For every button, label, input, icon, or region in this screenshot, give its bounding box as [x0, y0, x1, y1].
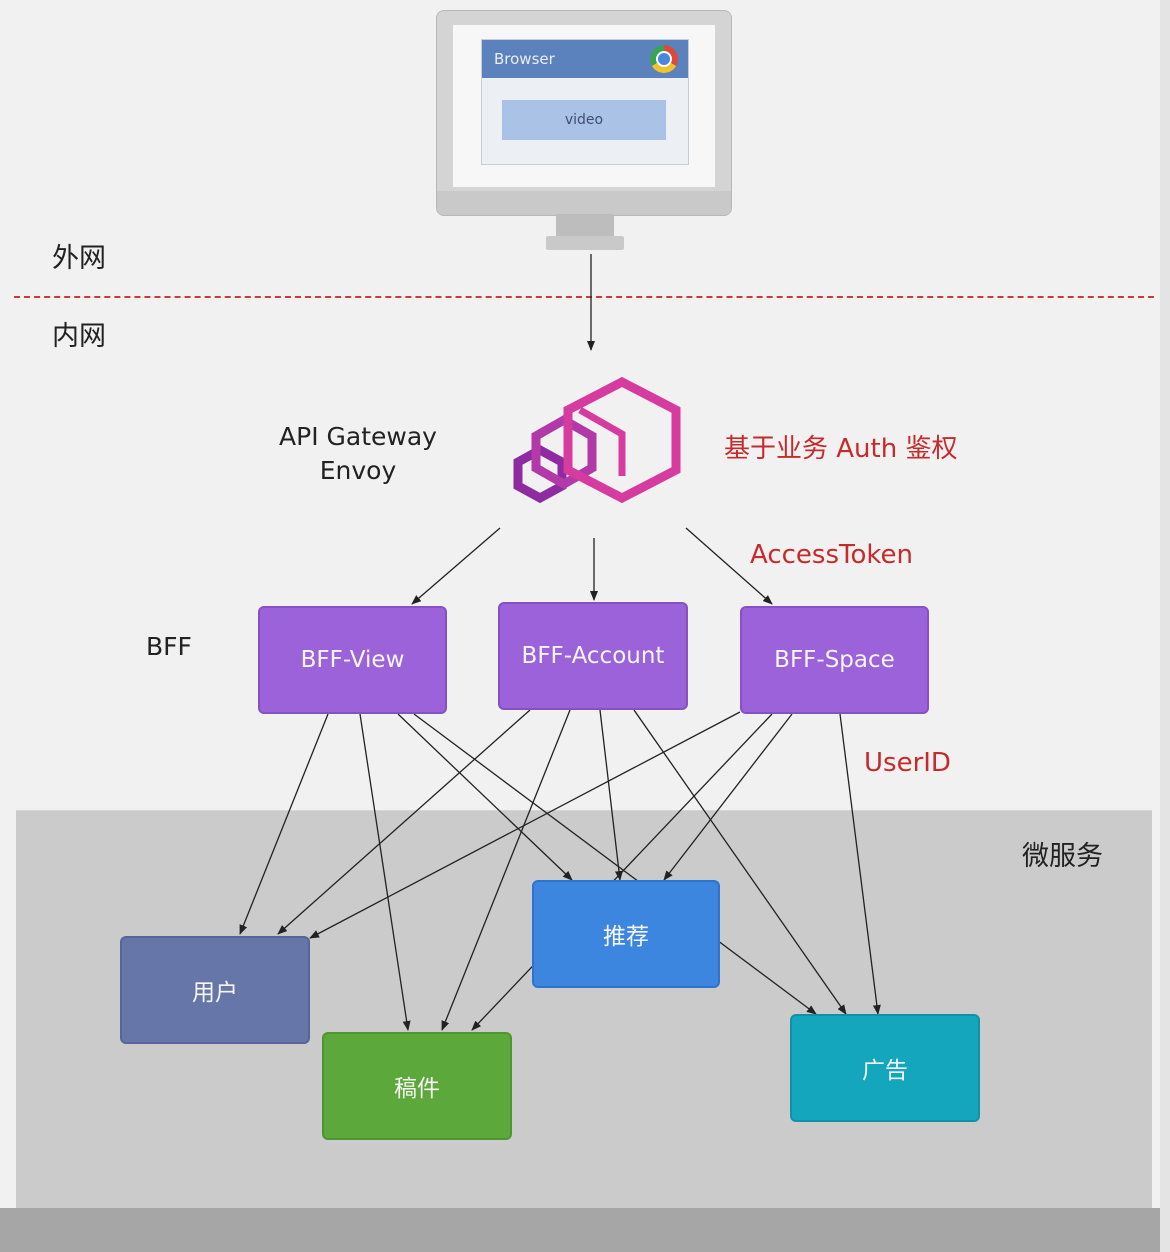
- arrow-account-user: [277, 709, 531, 935]
- arrow-view-recommend: [397, 713, 573, 881]
- access-token-label: AccessToken: [750, 540, 913, 570]
- bottom-strip: [0, 1208, 1170, 1252]
- ads-service-node[interactable]: 广告: [790, 1014, 980, 1122]
- envoy-logo-icon: [513, 376, 681, 504]
- arrow-account-article: [441, 709, 571, 1031]
- bff-view-node[interactable]: BFF-View: [258, 606, 447, 714]
- right-rail: [1160, 0, 1170, 1252]
- microservices-label: 微服务: [1022, 841, 1103, 872]
- browser-title: Browser: [494, 50, 555, 68]
- arrow-view-article: [359, 713, 411, 1031]
- arrow-space-ads: [839, 713, 881, 1015]
- browser-title-bar: Browser: [482, 40, 688, 78]
- arrows: [239, 254, 881, 1031]
- internal-network-label: 内网: [52, 321, 106, 352]
- auth-note: 基于业务 Auth 鉴权: [724, 434, 958, 464]
- user-service-node[interactable]: 用户: [120, 936, 310, 1044]
- chrome-icon: [650, 45, 678, 73]
- user-id-label: UserID: [864, 748, 951, 778]
- network-separator: [14, 296, 1154, 298]
- recommend-service-node[interactable]: 推荐: [532, 880, 720, 988]
- gateway-label-line1: API Gateway: [279, 422, 437, 451]
- monitor-neck: [556, 214, 614, 238]
- bff-account-node[interactable]: BFF-Account: [498, 602, 688, 710]
- article-service-node[interactable]: 稿件: [322, 1032, 512, 1140]
- bff-space-node[interactable]: BFF-Space: [740, 606, 929, 714]
- arrow-view-ads: [413, 713, 817, 1015]
- monitor-base: [546, 236, 624, 250]
- arrow-gateway-bffview: [411, 527, 501, 605]
- browser-window: Browser video: [481, 39, 689, 165]
- arrow-space-user: [309, 711, 741, 939]
- video-panel: video: [502, 100, 666, 140]
- external-network-label: 外网: [52, 243, 106, 274]
- gateway-label-line2: Envoy: [319, 456, 397, 485]
- arrow-space-article: [471, 713, 773, 1031]
- arrow-view-user: [239, 713, 329, 935]
- arrow-account-ads: [633, 709, 847, 1015]
- monitor-screen: Browser video: [453, 25, 715, 187]
- arrow-gateway-bffspace: [685, 527, 773, 605]
- bff-label: BFF: [146, 632, 192, 661]
- arrow-account-recommend: [599, 709, 623, 881]
- gateway-label: API Gateway Envoy: [272, 420, 444, 488]
- monitor: Browser video: [436, 10, 732, 216]
- arrow-space-recommend: [663, 713, 793, 881]
- monitor-chin: [437, 191, 731, 215]
